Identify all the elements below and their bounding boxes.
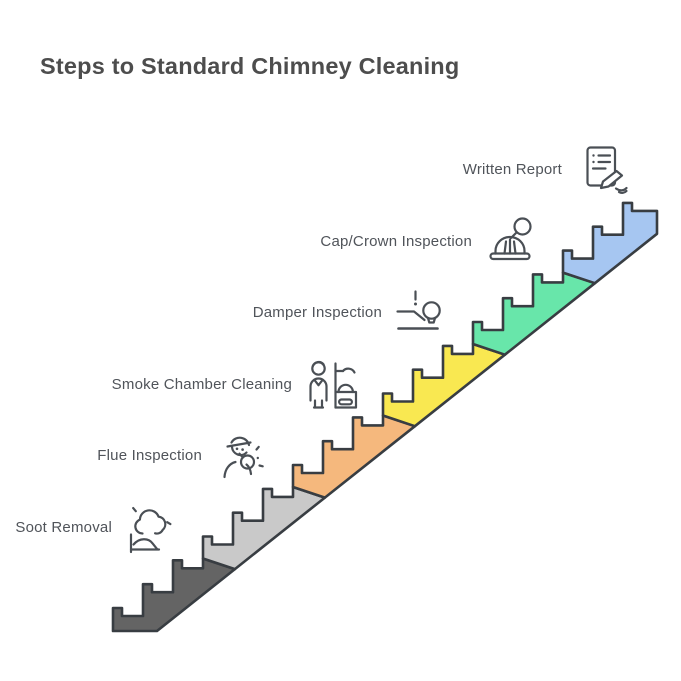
step-label: Flue Inspection xyxy=(97,447,202,465)
step-label: Cap/Crown Inspection xyxy=(320,232,472,250)
step-label: Smoke Chamber Cleaning xyxy=(111,375,292,393)
step-row-4: Damper Inspection xyxy=(253,284,450,342)
step-row-2: Flue Inspection xyxy=(97,427,270,485)
step-row-1: Soot Removal xyxy=(15,498,180,556)
inspector-magnifier-icon xyxy=(212,427,270,485)
report-pen-icon xyxy=(572,141,630,199)
step-row-3: Smoke Chamber Cleaning xyxy=(112,355,360,413)
stair-segment-1 xyxy=(111,557,237,633)
worker-fireplace-icon xyxy=(302,355,360,413)
stair-segment-5 xyxy=(471,271,597,357)
stair-segment-4 xyxy=(381,342,507,428)
page-title: Steps to Standard Chimney Cleaning xyxy=(40,53,460,79)
step-row-5: Cap/Crown Inspection xyxy=(320,212,540,270)
step-row-6: Written Report xyxy=(463,141,630,199)
step-label: Damper Inspection xyxy=(252,304,382,322)
hardhat-magnifier-icon xyxy=(482,212,540,270)
damper-alert-icon xyxy=(392,284,450,342)
stair-segment-2 xyxy=(201,485,327,571)
step-label: Soot Removal xyxy=(15,518,112,536)
soot-cloud-brush-icon xyxy=(122,498,180,556)
stair-segment-6 xyxy=(561,201,659,285)
step-label: Written Report xyxy=(462,161,562,179)
stair-segment-3 xyxy=(291,414,417,499)
